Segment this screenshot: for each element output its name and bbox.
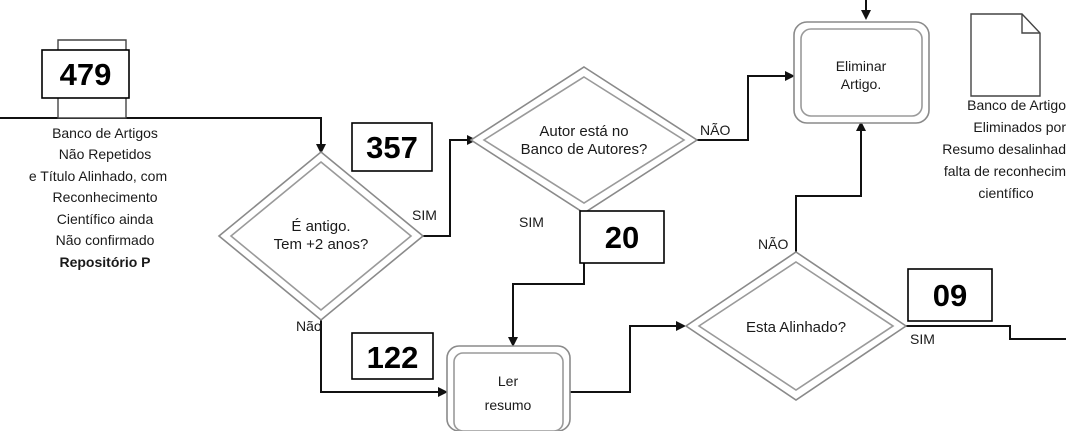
count-122: 122 — [367, 340, 419, 375]
connector-read-to-aligned — [570, 321, 686, 393]
count-box-357: 357 — [351, 122, 433, 172]
connector-author-sim — [508, 213, 585, 347]
decision-aligned: Esta Alinhado? — [684, 251, 908, 401]
edge-label-sim-aligned: SIM — [910, 331, 935, 347]
eliminated-document-icon — [970, 13, 1041, 97]
decision-old: É antigo. Tem +2 anos? — [217, 150, 425, 322]
eliminated-line-5: científico — [978, 185, 1033, 201]
edge-label-nao-author: NÃO — [700, 122, 730, 138]
repository-line-4: Reconhecimento — [52, 189, 157, 205]
edge-label-nao-old: Não — [296, 318, 322, 334]
connector-aligned-sim — [906, 325, 1066, 340]
repository-line-3: e Título Alinhado, com — [29, 168, 167, 184]
count-repository: 479 — [60, 57, 112, 92]
eliminated-line-3: Resumo desalinhad — [942, 141, 1066, 157]
count-box-20: 20 — [579, 210, 665, 264]
decision-author-line-2: Banco de Autores? — [521, 141, 648, 158]
process-read-summary: Ler resumo — [446, 345, 571, 431]
count-box-09: 09 — [907, 268, 993, 322]
repository-line-1: Banco de Artigos — [52, 125, 158, 141]
connector-repo-to-old — [0, 117, 326, 154]
process-read-line-2: resumo — [485, 397, 532, 413]
edge-label-nao-aligned: NÃO — [758, 236, 788, 252]
edge-label-sim-author: SIM — [519, 214, 544, 230]
decision-author: Autor está no Banco de Autores? — [469, 66, 699, 214]
repository-line-2: Não Repetidos — [59, 146, 152, 162]
eliminated-line-2: Eliminados por — [973, 119, 1066, 135]
count-box-122: 122 — [351, 332, 434, 380]
edge-label-sim-old: SIM — [412, 207, 437, 223]
connector-old-nao — [320, 320, 448, 397]
decision-old-line-1: É antigo. — [291, 218, 350, 235]
repository-line-6: Não confirmado — [56, 232, 155, 248]
repository-line-5: Científico ainda — [57, 211, 154, 227]
count-09: 09 — [933, 278, 967, 313]
process-read-line-1: Ler — [498, 373, 519, 389]
eliminated-line-1: Banco de Artigo — [967, 97, 1066, 113]
eliminated-document-text: Banco de Artigo Eliminados por Resumo de… — [942, 97, 1066, 201]
process-eliminate: Eliminar Artigo. — [793, 21, 930, 124]
count-20: 20 — [605, 220, 639, 255]
process-eliminate-line-1: Eliminar — [836, 58, 887, 74]
decision-aligned-label: Esta Alinhado? — [746, 319, 846, 336]
count-357: 357 — [366, 130, 418, 165]
repository-text: Banco de Artigos Não Repetidos e Título … — [29, 125, 167, 270]
process-eliminate-line-2: Artigo. — [841, 76, 881, 92]
repository-title: Repositório P — [59, 254, 150, 270]
connector-aligned-nao — [795, 121, 866, 252]
eliminated-line-4: falta de reconhecim — [944, 163, 1066, 179]
connector-old-sim — [423, 135, 477, 237]
count-box-479: 479 — [41, 49, 130, 99]
connector-author-nao — [697, 71, 795, 141]
decision-author-line-1: Autor está no — [539, 123, 628, 140]
decision-old-line-2: Tem +2 anos? — [274, 236, 369, 253]
